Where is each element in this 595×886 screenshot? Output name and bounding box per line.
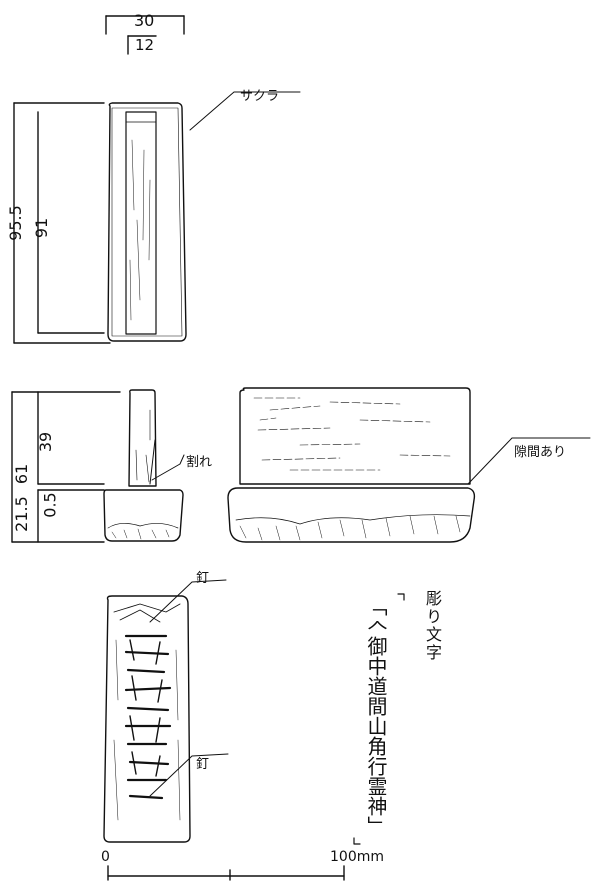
side-lower-label: 21.5 [11,496,31,532]
top-inner-label: 12 [135,36,155,54]
top-view-outline [107,102,187,342]
scale-start-label: 0 [101,849,110,865]
height-dimension-top [13,102,111,344]
inscription-text: 「𠆢御中道間山角行霊神」 [364,596,388,836]
top-width-label: 30 [134,11,155,30]
side-gap-label: 0.5 [40,492,60,518]
inscription-open-bracket [397,593,405,601]
nail-top-leader [149,579,227,623]
crack-label: 割れ [186,455,213,470]
side-view-base [103,489,184,542]
side-view-post [128,389,157,487]
nail-bottom-label: 釘 [196,757,210,772]
crack-leader [151,454,185,481]
inscription-close-bracket [353,837,361,845]
height-inner-label: 91 [32,217,52,239]
top-view-inner [111,107,183,337]
gap-leader [467,437,591,485]
height-dimension-front [11,391,121,543]
carved-block [103,595,191,843]
side-total-label: 61 [12,463,32,485]
side-upper-label: 39 [36,431,56,453]
nail-top-label: 釘 [196,571,210,586]
scale-bar [107,865,345,881]
nail-bottom-leader [149,753,229,797]
wood-leader [189,91,301,131]
scale-end-label: 100mm [330,849,384,865]
front-view-box [227,387,476,543]
top-view-tenon [125,111,157,335]
top-width-dimension [105,15,185,55]
height-outer-label: 95.5 [5,205,25,241]
carved-text-title: 彫り文字 [423,590,442,662]
wood-label: サクラ [240,89,280,104]
gap-label: 隙間あり [514,445,567,460]
